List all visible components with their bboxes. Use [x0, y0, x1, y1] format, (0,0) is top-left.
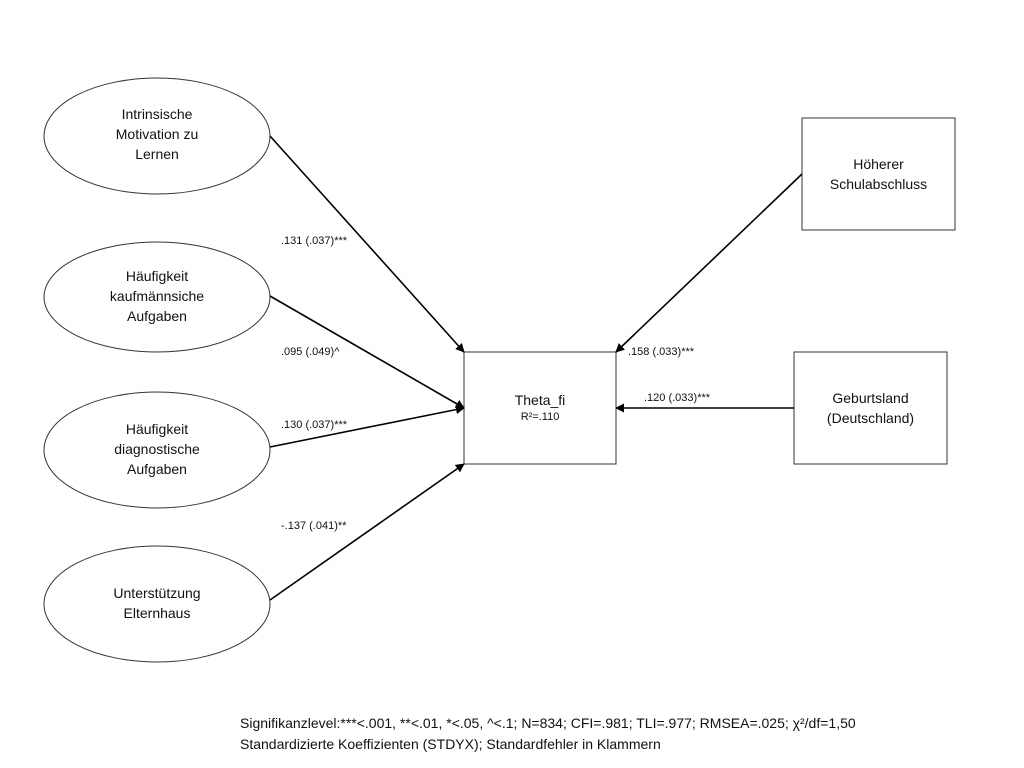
- edge-diagnostische-aufgaben-label: .130 (.037)***: [281, 419, 348, 431]
- node-theta-fi-shape: [463, 351, 617, 465]
- edge-kaufmaennische-aufgaben-label: .095 (.049)^: [281, 346, 340, 358]
- edge-unterstuetzung-elternhaus-arrow: [269, 463, 465, 601]
- edge-intrinsische-motivation-label: .131 (.037)***: [281, 235, 348, 247]
- node-unterstuetzung-elternhaus-label: Unterstützung Elternhaus: [113, 585, 201, 621]
- node-unterstuetzung-elternhaus-shape: [43, 545, 271, 663]
- node-theta-fi-label: Theta_fi: [514, 392, 566, 408]
- node-diagnostische-aufgaben-label: Häufigkeit diagnostische Aufgaben: [114, 421, 200, 477]
- node-intrinsische-motivation-label: Intrinsische Motivation zu Lernen: [115, 106, 199, 162]
- edge-diagnostische-aufgaben-arrow: [269, 405, 465, 448]
- edge-geburtsland-label: .120 (.033)***: [644, 392, 711, 404]
- node-hoeherer-schulabschluss-shape: [801, 117, 956, 231]
- node-geburtsland-label: Geburtsland (Deutschland): [826, 390, 915, 426]
- edge-kaufmaennische-aufgaben-arrow: [269, 295, 465, 409]
- node-kaufmaennische-aufgaben-label: Häufigkeit kaufmännsiche Aufgaben: [109, 268, 205, 324]
- node-diagnostische-aufgaben-shape: [43, 391, 271, 509]
- edge-hoeherer-schulabschluss-arrow: [615, 173, 803, 353]
- node-theta-fi-r2: R²=.110: [520, 411, 560, 423]
- footnote-significance: Signifikanzlevel:***<.001, **<.01, *<.05…: [240, 715, 856, 731]
- node-geburtsland-shape: [793, 351, 948, 465]
- node-hoeherer-schulabschluss-label: Höherer Schulabschluss: [829, 156, 928, 192]
- edge-intrinsische-motivation-arrow: [269, 135, 465, 353]
- footnote-standardization: Standardizierte Koeffizienten (STDYX); S…: [240, 736, 661, 752]
- edge-hoeherer-schulabschluss-label: .158 (.033)***: [628, 346, 695, 358]
- edge-unterstuetzung-elternhaus-label: -.137 (.041)**: [281, 520, 347, 532]
- node-kaufmaennische-aufgaben-shape: [43, 241, 271, 353]
